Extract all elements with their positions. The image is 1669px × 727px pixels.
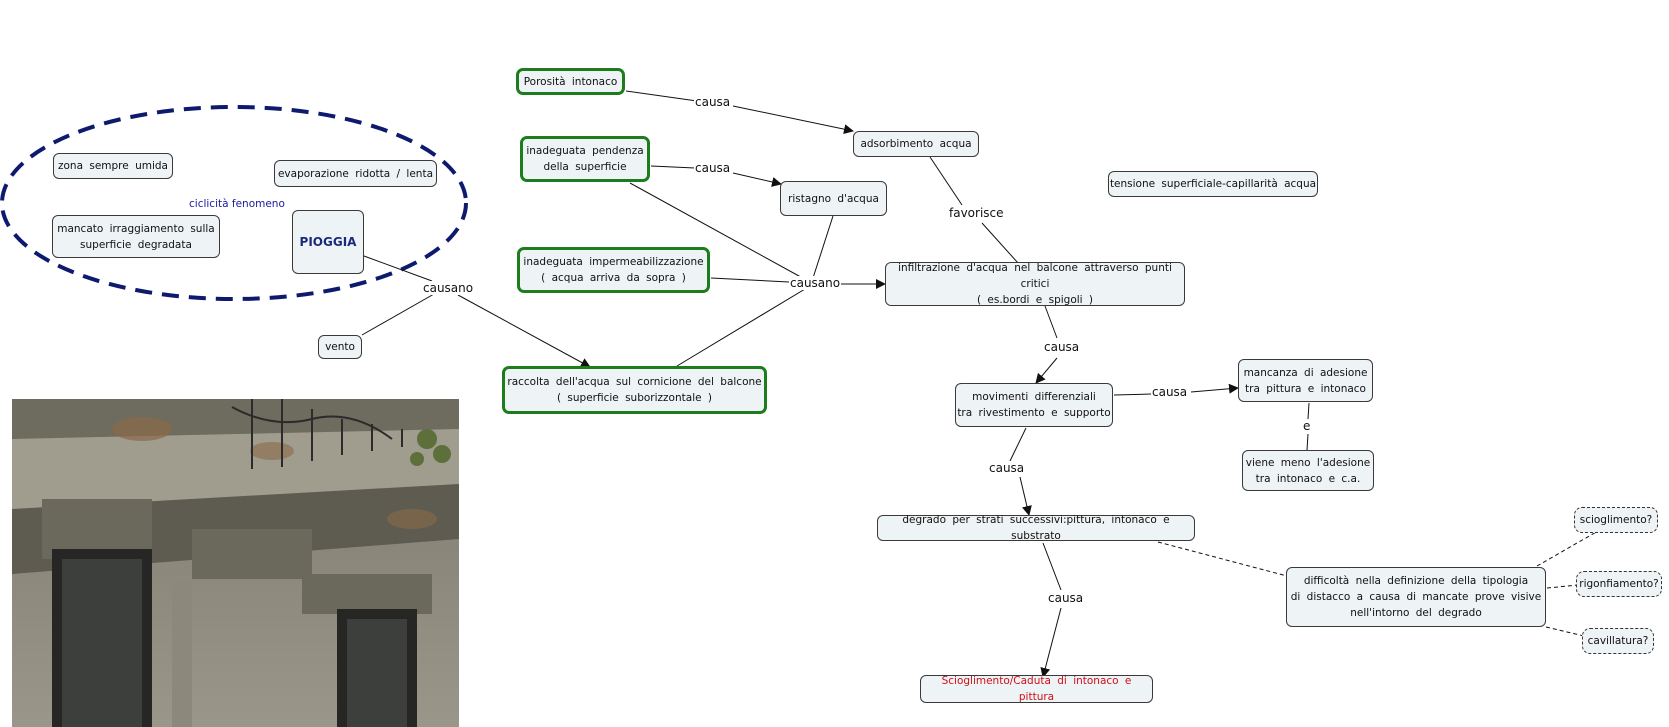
edge-ristagno-causano <box>812 215 834 279</box>
edge-causa-adsorbimento <box>732 105 854 135</box>
node-scioglimento-caduta[interactable]: Scioglimento/Caduta di intonaco e pittur… <box>920 675 1153 703</box>
edge-causa-movimenti <box>1035 357 1058 384</box>
node-movimenti-differenziali[interactable]: movimenti differenziali tra rivestimento… <box>955 383 1113 427</box>
label-causa-porosita: causa <box>694 95 732 109</box>
node-rigonfiamento-question[interactable]: rigonfiamento? <box>1576 571 1662 597</box>
edge-vento-causano <box>361 293 435 336</box>
edge-movimenti-causa-2 <box>1009 427 1027 462</box>
node-tensione-superficiale[interactable]: tensione superficiale-capillarità acqua <box>1108 171 1318 197</box>
edge-degrado-difficolta <box>1157 541 1288 577</box>
label-causa-pendenza: causa <box>694 161 732 175</box>
label-causa-infiltrazione: causa <box>1043 340 1081 354</box>
node-inadeguata-impermeabilizzazione[interactable]: inadeguata impermeabilizzazione ( acqua … <box>517 247 710 293</box>
node-infiltrazione-acqua[interactable]: infiltrazione d'acqua nel balcone attrav… <box>885 262 1185 306</box>
edge-difficolta-rigonfiamento <box>1546 584 1579 589</box>
edge-causa-scioglimento <box>1040 607 1062 678</box>
label-causano-pioggia: causano <box>422 281 475 295</box>
label-causa-movimenti: causa <box>1151 385 1189 399</box>
edge-raccolta-causano <box>676 285 811 367</box>
node-pioggia[interactable]: PIOGGIA <box>292 210 364 274</box>
edge-difficolta-cavillatura <box>1545 626 1585 637</box>
label-causa-degrado: causa <box>988 461 1026 475</box>
node-ristagno-acqua[interactable]: ristagno d'acqua <box>780 181 887 216</box>
node-zona-sempre-umida[interactable]: zona sempre umida <box>53 153 173 179</box>
edge-pendenza-causa <box>650 165 696 169</box>
node-inadeguata-pendenza[interactable]: inadeguata pendenza della superficie <box>520 136 650 182</box>
edge-causa-ristagno <box>732 172 782 187</box>
balcony-photo <box>12 399 459 727</box>
node-degrado-strati[interactable]: degrado per strati successivi:pittura, i… <box>877 514 1195 542</box>
node-raccolta-acqua[interactable]: raccolta dell'acqua sul cornicione del b… <box>502 366 767 414</box>
node-viene-meno-adesione[interactable]: viene meno l'adesione tra intonaco e c.a… <box>1242 450 1374 491</box>
edge-causa-degrado <box>1019 476 1032 516</box>
node-evaporazione-ridotta[interactable]: evaporazione ridotta / lenta <box>274 160 437 187</box>
edge-e-viene-meno <box>1306 433 1309 451</box>
label-causano-infiltrazione: causano <box>789 276 842 290</box>
edge-infiltrazione-causa <box>1044 305 1058 339</box>
node-cavillatura-question[interactable]: cavillatura? <box>1582 628 1654 654</box>
node-porosita-intonaco[interactable]: Porosità intonaco <box>516 68 625 95</box>
label-e: e <box>1302 419 1312 433</box>
node-mancanza-adesione[interactable]: mancanza di adesione tra pittura e inton… <box>1238 359 1373 402</box>
edge-favorisce-infiltrazione <box>981 222 1019 264</box>
label-causa-scioglimento: causa <box>1047 591 1085 605</box>
edge-difficolta-scioglimento <box>1536 530 1599 567</box>
edge-porosita-causa <box>625 90 698 102</box>
edge-causa-mancanza <box>1190 383 1239 394</box>
node-adsorbimento-acqua[interactable]: adsorbimento acqua <box>853 131 979 157</box>
edge-pendenza-causano <box>629 182 809 282</box>
edge-impermeabilizzazione-causano <box>710 277 790 283</box>
edge-mancanza-e <box>1307 402 1310 420</box>
label-favorisce: favorisce <box>948 206 1005 220</box>
node-vento[interactable]: vento <box>318 335 362 359</box>
edge-adsorbimento-favorisce <box>929 156 963 206</box>
edge-causano-raccolta <box>457 294 591 368</box>
edge-pioggia-causano <box>363 255 433 282</box>
label-ciclicita-fenomeno: ciclicità fenomeno <box>189 198 285 210</box>
node-difficolta-definizione[interactable]: difficoltà nella definizione della tipol… <box>1286 567 1546 627</box>
edge-movimenti-causa <box>1113 393 1152 396</box>
node-mancato-irraggiamento[interactable]: mancato irraggiamento sulla superficie d… <box>52 215 220 258</box>
cycle-ellipse <box>0 105 468 301</box>
node-scioglimento-question[interactable]: scioglimento? <box>1574 507 1658 533</box>
balcony-photo-drawing <box>12 399 459 727</box>
edge-degrado-causa <box>1042 542 1062 591</box>
